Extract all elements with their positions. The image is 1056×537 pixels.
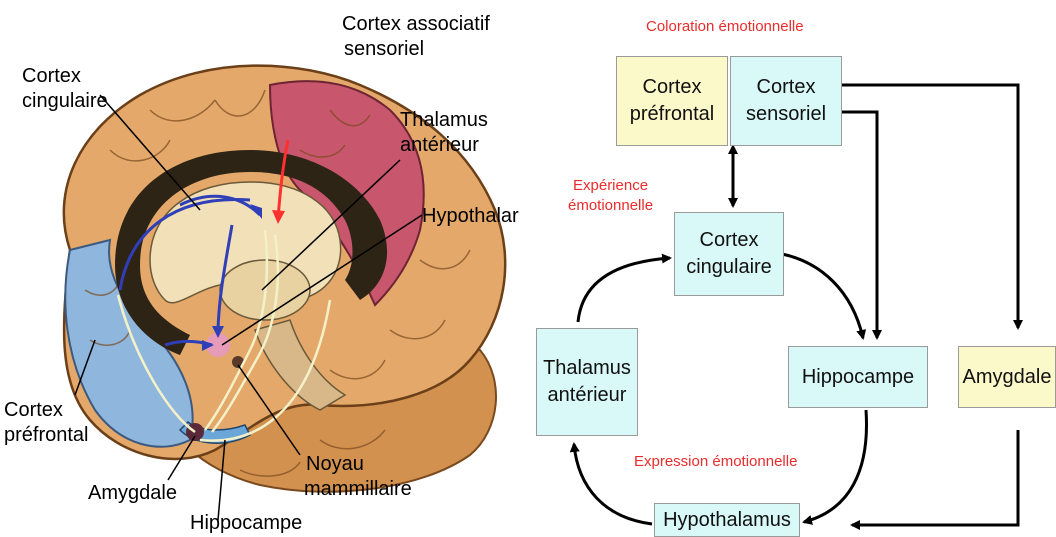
label-amygdale: Amygdale: [88, 481, 177, 506]
node-cortex-sensoriel: Cortex sensoriel: [730, 56, 842, 146]
label-thalamus-anterieur: Thalamus antérieur: [400, 108, 488, 158]
label-hypothalamus: Hypothalar: [422, 204, 519, 229]
node-thalamus-anterieur: Thalamus antérieur: [536, 328, 638, 436]
arrow-thalamus-cingulaire: [578, 258, 670, 322]
label-hippocampe: Hippocampe: [190, 511, 302, 536]
node-cortex-prefrontal: Cortex préfrontal: [616, 56, 728, 146]
annotation-expression: Expression émotionnelle: [634, 452, 797, 472]
arrow-sensoriel-amygdale: [842, 85, 1018, 328]
node-hippocampe: Hippocampe: [788, 346, 928, 408]
annotation-coloration: Coloration émotionnelle: [646, 17, 804, 37]
annotation-experience: Expérience émotionnelle: [568, 176, 653, 216]
label-cortex-associatif: Cortex associatif sensoriel: [342, 12, 490, 62]
node-hypothalamus: Hypothalamus: [654, 503, 800, 537]
brain-illustration-panel: Cortex associatif sensoriel Cortex cingu…: [0, 0, 520, 537]
label-noyau-mammillaire: Noyau mammillaire: [304, 452, 412, 502]
arrow-amygdale-hypothalamus: [852, 430, 1018, 525]
arrow-hippocampe-hypothalamus: [804, 410, 866, 522]
node-cortex-cingulaire: Cortex cingulaire: [674, 212, 784, 296]
label-cortex-prefrontal: Cortex préfrontal: [4, 398, 89, 448]
papez-circuit-diagram: Coloration émotionnelle Expérience émoti…: [520, 0, 1056, 537]
arrow-sensoriel-hippocampe: [842, 112, 877, 338]
label-cortex-cingulaire: Cortex cingulaire: [22, 64, 108, 114]
node-amygdale: Amygdale: [958, 346, 1056, 408]
arrow-cingulaire-hippocampe: [782, 254, 863, 338]
